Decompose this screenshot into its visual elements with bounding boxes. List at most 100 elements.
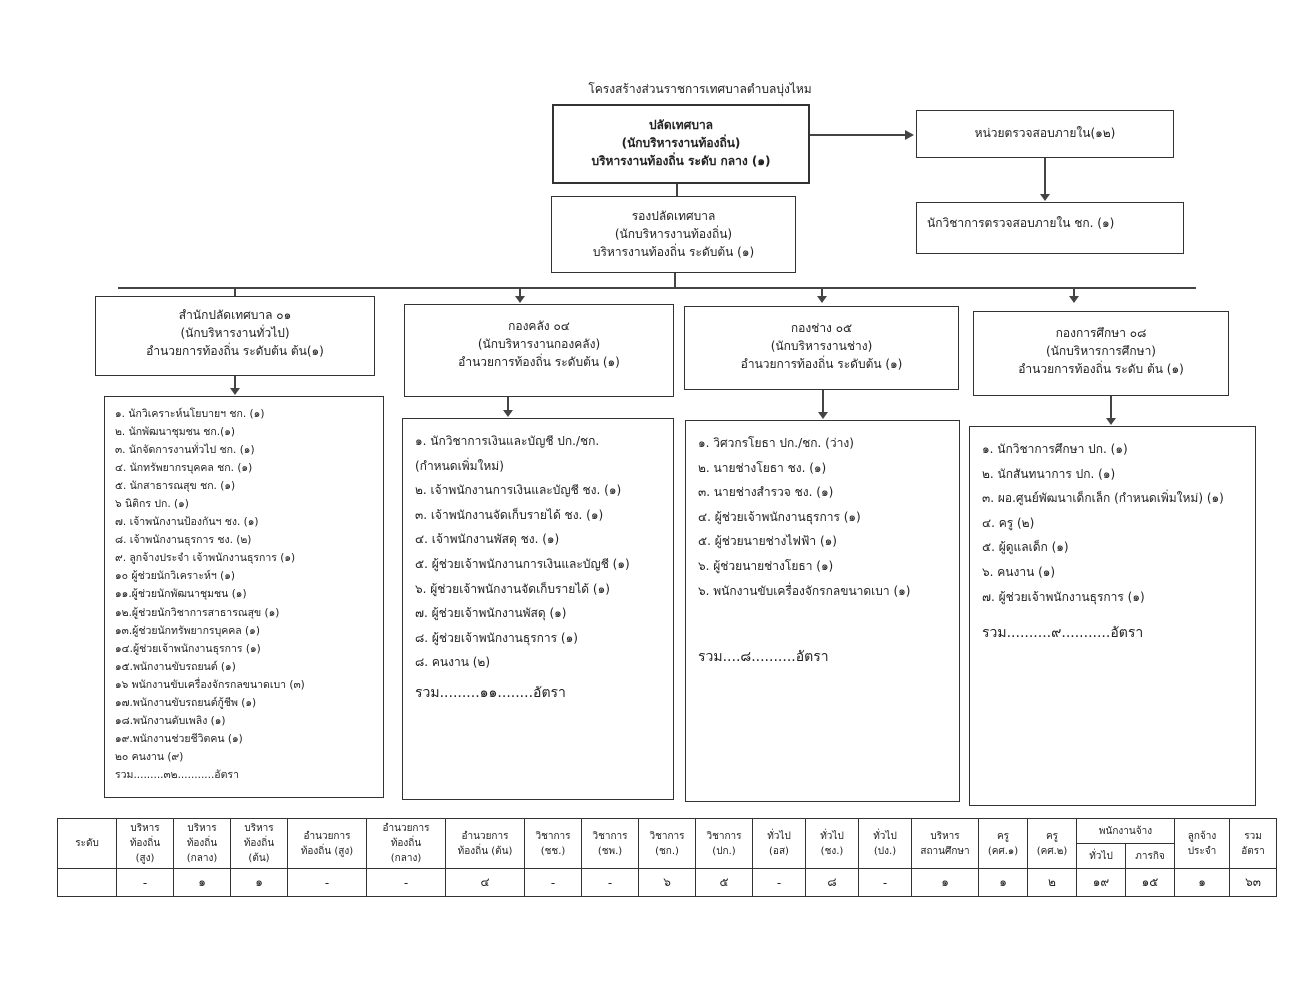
staff-item: ๑๒.ผู้ช่วยนักวิชาการสาธารณสุข (๑) xyxy=(115,606,280,619)
arrow-down-icon xyxy=(503,410,513,417)
dept-3-total: รวม....๘..........อัตรา xyxy=(698,649,829,666)
staff-item: ๒๐ คนงาน (๙) xyxy=(115,750,184,763)
audit-unit-box: หน่วยตรวจสอบภายใน(๑๒) xyxy=(916,110,1174,158)
connector-list-2 xyxy=(507,397,509,413)
summary-value-cell: - xyxy=(366,868,446,897)
summary-value-cell: - xyxy=(287,868,367,897)
header-col-4: อำนวยการท้องถิ่น (สูง) xyxy=(287,818,367,869)
deputy-clerk-position: (นักบริหารงานท้องถิ่น) xyxy=(614,227,733,241)
summary-value-cell: - xyxy=(116,868,174,897)
summary-value-cell: ๕ xyxy=(695,868,753,897)
staff-item: ๓. นายช่างสำรวจ ชง. (๑) xyxy=(698,485,834,500)
audit-staff-label: นักวิชาการตรวจสอบภายใน ชก. (๑) xyxy=(927,216,1115,230)
header-col-16: ครู(คศ.๒) xyxy=(1027,818,1077,869)
connector-dept-1 xyxy=(234,288,236,296)
summary-header-row: ระดับ บริหารท้องถิ่น(สูง) บริหารท้องถิ่น… xyxy=(57,818,1277,869)
staff-item: ๔. ผู้ช่วยเจ้าพนักงานธุรการ (๑) xyxy=(698,509,861,524)
staff-item: ๘. คนงาน (๒) xyxy=(415,655,491,670)
summary-subheader-row: ทั่วไป ภารกิจ xyxy=(58,843,1277,869)
header-col-1: บริหารท้องถิ่น(สูง) xyxy=(116,818,174,869)
staff-item: ๕. นักสาธารณสุข ชก. (๑) xyxy=(115,480,236,493)
connector-to-audit xyxy=(810,134,908,136)
summary-value-cell: ๔ xyxy=(445,868,525,897)
summary-value-cell: ๘ xyxy=(805,868,859,897)
arrow-down-icon xyxy=(230,388,240,395)
connector-list-1 xyxy=(234,376,236,392)
dept-1-total: รวม.........๓๒...........อัตรา xyxy=(115,768,239,781)
dept-header-box-3: กองช่าง ๐๕ (นักบริหารงานช่าง) อำนวยการท้… xyxy=(684,306,959,390)
staff-item: ๖. คนงาน (๑) xyxy=(982,564,1056,579)
staff-item: ๓. เจ้าพนักงานจัดเก็บรายได้ ชง. (๑) xyxy=(415,507,604,522)
arrow-down-icon xyxy=(817,296,827,303)
connector-dept-4 xyxy=(1073,288,1075,302)
header-col-11: ทั่วไป(อส) xyxy=(752,818,806,869)
staff-item: ๑. นักวิชาการเงินและบัญชี ปก./ชก. xyxy=(415,434,600,448)
staff-item: ๒. นายช่างโยธา ชง. (๑) xyxy=(698,460,827,475)
staff-item: ๑๙.พนักงานช่วยชีวิตคน (๑) xyxy=(115,732,243,745)
dept-4-name: กองการศึกษา ๐๘ xyxy=(1055,326,1147,340)
staff-item: ๒. นักพัฒนาชุมชน ชก.(๑) xyxy=(115,426,235,439)
staff-item: ๕. ผู้ช่วยนายช่างไฟฟ้า (๑) xyxy=(698,534,837,549)
dept-4-level: อำนวยการท้องถิ่น ระดับ ต้น (๑) xyxy=(1018,362,1184,376)
dept-4-items: ๑. นักวิชาการศึกษา ปก. (๑) ๒. นักสันทนากา… xyxy=(982,437,1243,609)
mayor-clerk-title: ปลัดเทศบาล xyxy=(648,118,714,132)
staff-item: ๖ นิติกร ปก. (๑) xyxy=(115,498,189,511)
summary-value-cell: ๖ xyxy=(638,868,696,897)
summary-value-cell: - xyxy=(581,868,639,897)
summary-value-cell: ๑ xyxy=(978,868,1028,897)
chart-title: โครงสร้างส่วนราชการเทศบาลตำบลบุ่งไหม xyxy=(588,82,812,96)
summary-value-cell: - xyxy=(524,868,582,897)
summary-table: ระดับ บริหารท้องถิ่น(สูง) บริหารท้องถิ่น… xyxy=(57,818,1277,897)
audit-staff-box: นักวิชาการตรวจสอบภายใน ชก. (๑) xyxy=(916,202,1184,254)
dept-2-name: กองคลัง ๐๔ xyxy=(508,319,570,333)
dept-3-items: ๑. วิศวกรโยธา ปก./ชก. (ว่าง)๒. นายช่างโย… xyxy=(698,431,947,603)
arrow-down-icon xyxy=(1069,296,1079,303)
header-employee-group: พนักงานจ้าง xyxy=(1076,818,1175,844)
staff-item: ๖. พนักงานขับเครื่องจักรกลขนาดเบา (๑) xyxy=(698,583,911,598)
header-total: รวมอัตรา xyxy=(1229,818,1277,869)
dept-4-position: (นักบริหารการศึกษา) xyxy=(1046,344,1156,358)
header-col-2: บริหารท้องถิ่น(กลาง) xyxy=(173,818,231,869)
header-employee-mission: ภารกิจ xyxy=(1125,843,1175,869)
header-col-8: วิชาการ(ชพ.) xyxy=(581,818,639,869)
header-col-15: ครู(คศ.๑) xyxy=(978,818,1028,869)
staff-item: ๑๐ ผู้ช่วยนักวิเคราะห์ฯ (๑) xyxy=(115,570,235,583)
staff-item: ๑๑.ผู้ช่วยนักพัฒนาชุมชน (๑) xyxy=(115,588,247,601)
staff-item: ๔. ครู (๒) xyxy=(982,515,1035,530)
arrow-down-icon xyxy=(818,412,828,419)
arrow-right-icon xyxy=(905,130,914,140)
dept-4-staff-list: ๑. นักวิชาการศึกษา ปก. (๑) ๒. นักสันทนากา… xyxy=(969,426,1256,806)
staff-item: ๑. นักวิชาการศึกษา ปก. (๑) xyxy=(982,442,1128,456)
header-col-14: บริหารสถานศึกษา xyxy=(911,818,979,869)
summary-value-cell: - xyxy=(752,868,806,897)
staff-item: ๒. นักสันทนาการ ปก. (๑) xyxy=(982,466,1116,481)
header-col-12: ทั่วไป(ชง.) xyxy=(805,818,859,869)
dept-3-name: กองช่าง ๐๕ xyxy=(790,321,853,335)
mayor-clerk-level: บริหารงานท้องถิ่น ระดับ กลาง (๑) xyxy=(591,154,771,168)
staff-item: ๖. ผู้ช่วยเจ้าพนักงานจัดเก็บรายได้ (๑) xyxy=(415,581,610,596)
summary-value-cell: ๑๙ xyxy=(1076,868,1126,897)
staff-item: ๙. ลูกจ้างประจำ เจ้าพนักงานธุรการ (๑) xyxy=(115,552,296,565)
dept-1-staff-list: ๑. นักวิเคราะห์นโยบายฯ ชก. (๑) ๒. นักพัฒน… xyxy=(104,396,384,798)
mayor-clerk-box: ปลัดเทศบาล (นักบริหารงานท้องถิ่น) บริหาร… xyxy=(552,104,810,184)
deputy-clerk-title: รองปลัดเทศบาล xyxy=(631,209,716,223)
summary-value-cell: ๖๓ xyxy=(1229,868,1277,897)
header-permanent: ลูกจ้างประจำ xyxy=(1174,818,1230,869)
dept-3-position: (นักบริหารงานช่าง) xyxy=(770,339,873,353)
staff-item: ๔. นักทรัพยากรบุคคล ชก. (๑) xyxy=(115,462,253,475)
staff-item: ๓. ผอ.ศูนย์พัฒนาเด็กเล็ก (กำหนดเพิ่มใหม่… xyxy=(982,491,1224,506)
dept-2-staff-list: ๑. นักวิชาการเงินและบัญชี ปก./ชก.(กำหนดเ… xyxy=(402,418,674,800)
connector-audit-staff xyxy=(1044,158,1046,196)
dept-1-name: สำนักปลัดเทศบาล ๐๑ xyxy=(178,308,292,322)
department-bus-line xyxy=(118,287,1196,289)
summary-value-cell: ๑ xyxy=(230,868,288,897)
staff-item: ๑. นักวิเคราะห์นโยบายฯ ชก. (๑) xyxy=(115,408,265,420)
dept-1-items: ๑. นักวิเคราะห์นโยบายฯ ชก. (๑) ๒. นักพัฒน… xyxy=(115,405,373,766)
connector-dept-3 xyxy=(821,288,823,302)
staff-item: ๕. ผู้ดูแลเด็ก (๑) xyxy=(982,540,1069,555)
staff-item: ๑๕.พนักงานขับรถยนต์ (๑) xyxy=(115,660,236,673)
dept-4-total: รวม..........๙...........อัตรา xyxy=(982,625,1144,642)
staff-item: ๘. ผู้ช่วยเจ้าพนักงานธุรการ (๑) xyxy=(415,630,578,645)
staff-item: ๗. ผู้ช่วยเจ้าพนักงานพัสดุ (๑) xyxy=(415,606,567,621)
deputy-clerk-level: บริหารงานท้องถิ่น ระดับต้น (๑) xyxy=(592,245,755,259)
